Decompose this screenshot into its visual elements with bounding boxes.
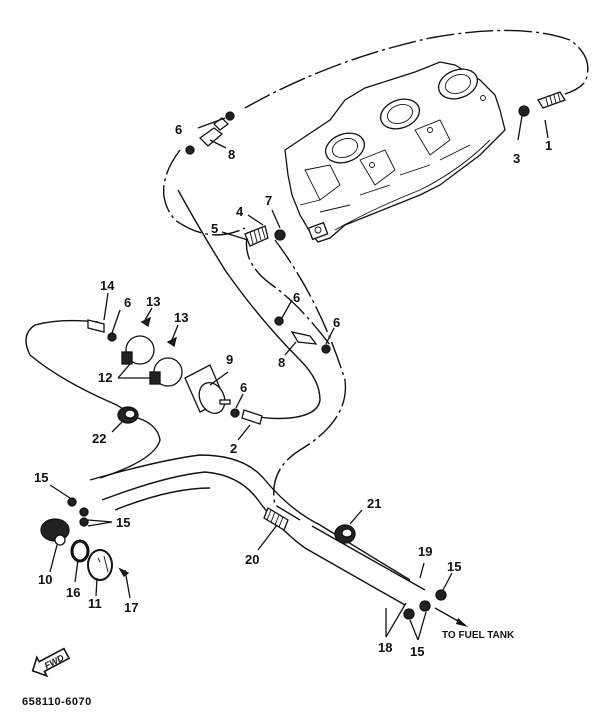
callout-15-top-left: 15 xyxy=(34,470,48,485)
callout-6-right: 6 xyxy=(333,315,340,330)
main-line-lower xyxy=(101,471,406,606)
callout-19: 19 xyxy=(418,544,432,559)
callout-18: 18 xyxy=(378,640,392,655)
part-6-clamp-14 xyxy=(107,332,117,342)
part-17-screw xyxy=(118,567,130,577)
part-8-joint-lower xyxy=(290,331,318,345)
callout-6-upper: 6 xyxy=(175,122,182,137)
diagram-reference-code: 658110-6070 xyxy=(22,696,92,708)
part-14-hose-end xyxy=(87,319,105,333)
main-line-upper xyxy=(89,454,411,581)
hose-22 xyxy=(99,417,161,479)
part-20-spring xyxy=(263,507,289,531)
part-1-hose-spring xyxy=(537,91,566,109)
callout-8-lower: 8 xyxy=(278,355,285,370)
carburetor-assembly xyxy=(284,61,506,243)
part-6-clamp-lower-a xyxy=(274,316,284,326)
fuel-hoses xyxy=(25,29,589,627)
part-12-bracket-a xyxy=(121,335,155,365)
callout-17: 17 xyxy=(124,600,138,615)
hose-filter-outlet xyxy=(177,189,321,420)
hose-top-return xyxy=(244,29,589,109)
part-15-clamp-left-b xyxy=(79,507,89,517)
callout-2: 2 xyxy=(230,441,237,456)
part-15-clamp-left-a xyxy=(67,497,77,507)
hose-left-loop xyxy=(163,149,246,236)
callout-4: 4 xyxy=(236,204,244,219)
callout-7: 7 xyxy=(265,193,272,208)
callout-labels: 1 2 3 4 5 6 6 6 6 6 7 8 8 9 10 11 12 13 … xyxy=(34,122,552,659)
leader-lines xyxy=(49,115,549,641)
callout-11: 11 xyxy=(88,596,102,611)
to-fuel-tank-label: TO FUEL TANK xyxy=(442,630,515,641)
callout-22: 22 xyxy=(92,431,106,446)
part-6-clamp-upper-b xyxy=(185,145,195,155)
part-6-clamp-filter xyxy=(230,408,240,418)
part-10-fuel-cock xyxy=(40,518,70,546)
callout-6-mid: 6 xyxy=(293,290,300,305)
part-12-bracket-b xyxy=(149,357,183,387)
hose-long-s xyxy=(273,239,347,521)
part-22-grommet xyxy=(117,406,139,424)
callout-21: 21 xyxy=(367,496,381,511)
callout-3: 3 xyxy=(513,151,520,166)
part-21-grommet xyxy=(334,524,356,544)
part-6-clamp-upper-a xyxy=(225,111,235,121)
callout-9: 9 xyxy=(226,352,233,367)
part-15-clamp-right-b xyxy=(419,600,431,612)
callout-15-right-top: 15 xyxy=(447,559,461,574)
line-19 xyxy=(311,525,426,591)
main-line-third xyxy=(114,487,211,511)
callout-5: 5 xyxy=(211,221,218,236)
part-9-fuel-filter xyxy=(184,364,231,415)
callout-10: 10 xyxy=(38,572,52,587)
fwd-direction-badge: FWD xyxy=(31,647,71,678)
callout-16: 16 xyxy=(66,585,80,600)
callout-15-mid-left: 15 xyxy=(116,515,130,530)
part-16-ring xyxy=(70,539,90,563)
part-3-clamp xyxy=(518,105,530,117)
callout-6-left: 6 xyxy=(124,295,131,310)
callout-20: 20 xyxy=(245,552,259,567)
arrow-to-fuel-tank xyxy=(456,618,468,627)
callout-6-filter: 6 xyxy=(240,380,247,395)
part-15-clamp-right-a xyxy=(435,589,447,601)
part-11-knob xyxy=(87,549,113,581)
hose-14 xyxy=(25,319,127,419)
callout-8-upper: 8 xyxy=(228,147,235,162)
part-7-clamp xyxy=(274,229,286,241)
part-13-screw-a xyxy=(140,316,151,328)
callout-13-lower: 13 xyxy=(174,310,188,325)
callout-12: 12 xyxy=(98,370,112,385)
part-2-hose-end xyxy=(241,409,263,425)
part-6-clamp-lower-b xyxy=(321,344,331,354)
part-4-5-spring xyxy=(244,225,269,247)
part-15-clamp-left-c xyxy=(79,517,89,527)
hose-mid xyxy=(245,231,331,346)
part-15-clamp-right-c xyxy=(403,608,415,620)
callout-1: 1 xyxy=(545,138,552,153)
callout-14: 14 xyxy=(100,278,115,293)
callout-13-upper: 13 xyxy=(146,294,160,309)
callout-15-right-bottom: 15 xyxy=(410,644,424,659)
